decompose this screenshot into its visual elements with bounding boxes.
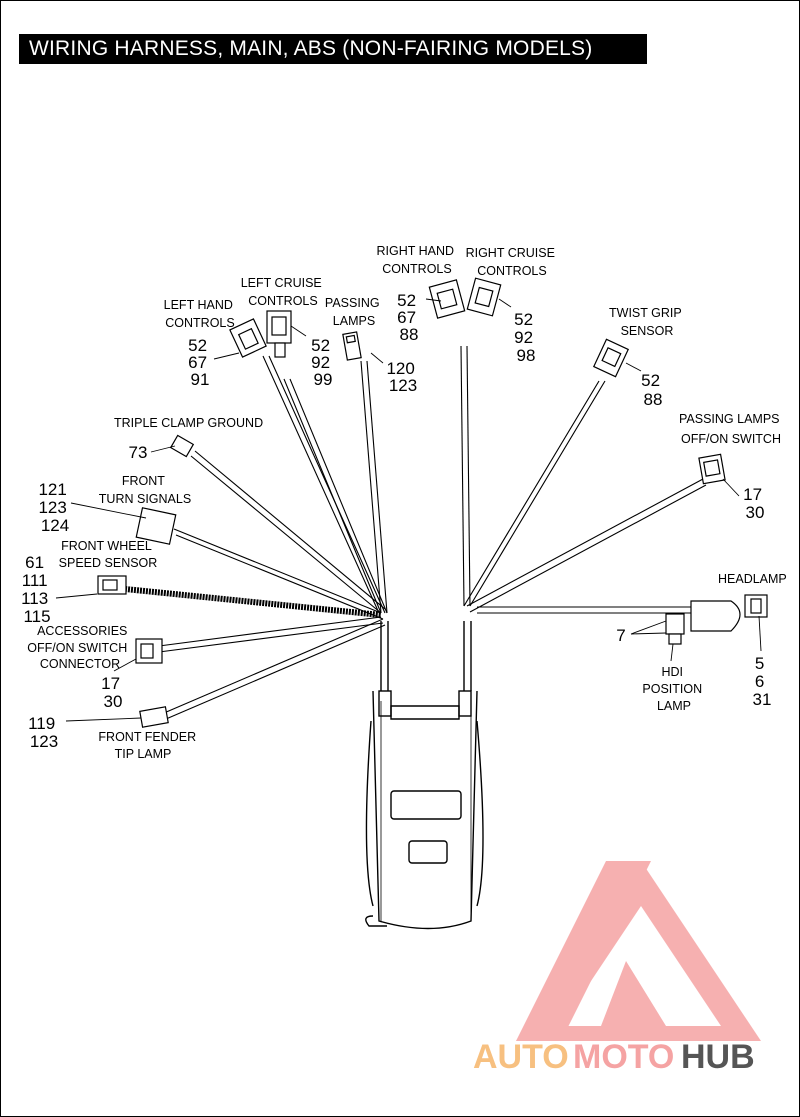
refs-twist-grip-sensor: 52 88	[641, 371, 665, 409]
label-headlamp: HEADLAMP	[718, 572, 787, 586]
connector-right-cruise	[466, 277, 502, 317]
refs-front-turn-signals: 121 123 124	[38, 480, 71, 535]
connector-hdi-lamp	[665, 613, 685, 645]
diagram-title: WIRING HARNESS, MAIN, ABS (NON-FAIRING M…	[19, 34, 647, 64]
label-left-cruise-controls: LEFT CRUISE CONTROLS	[241, 276, 326, 308]
watermark-auto: AUTO	[473, 1038, 569, 1076]
refs-hdi-position-lamp: 7	[616, 626, 625, 645]
connector-speed-sensor	[97, 575, 127, 595]
label-front-turn-signals: FRONT TURN SIGNALS	[99, 474, 191, 506]
label-front-wheel-speed-sensor: FRONT WHEEL SPEED SENSOR	[59, 539, 158, 570]
label-passing-lamps: PASSING LAMPS	[325, 296, 383, 328]
watermark-text: AUTO MOTO HUB	[473, 1038, 755, 1076]
harness-wires	[124, 345, 707, 720]
refs-passing-lamps-switch: 17 30	[743, 485, 767, 522]
connector-left-hand-controls	[229, 318, 267, 358]
connector-headlamp	[690, 594, 768, 632]
reference-numbers: 52 67 91 52 92 99 120 123 52 67 88 52 92	[21, 291, 771, 751]
refs-front-wheel-speed-sensor: 61 111 113 115	[21, 553, 53, 626]
refs-right-hand-controls: 52 67 88	[397, 291, 421, 344]
refs-left-hand-controls: 52 67 91	[188, 336, 212, 389]
label-hdi-position-lamp: HDI POSITION LAMP	[642, 665, 705, 713]
refs-left-cruise-controls: 52 92 99	[311, 336, 335, 389]
refs-right-cruise-controls: 52 92 98	[514, 310, 538, 365]
watermark-moto: MOTO	[573, 1038, 674, 1076]
connectors	[97, 277, 768, 728]
connector-triple-clamp	[169, 434, 195, 458]
leader-lines	[55, 298, 762, 722]
connector-passing-switch	[698, 453, 726, 485]
watermark-hub: HUB	[681, 1038, 755, 1076]
refs-passing-lamps: 120 123	[386, 359, 419, 395]
refs-accessories-switch: 17 30	[101, 674, 125, 711]
refs-headlamp: 5 6 31	[753, 654, 772, 709]
label-triple-clamp-ground: TRIPLE CLAMP GROUND	[114, 416, 263, 430]
connector-accessories	[135, 638, 163, 664]
label-passing-lamps-switch: PASSING LAMPS OFF/ON SWITCH	[679, 412, 783, 446]
label-front-fender-tip-lamp: FRONT FENDER TIP LAMP	[98, 730, 199, 761]
watermark-logo	[516, 861, 761, 1041]
connector-front-turn	[135, 507, 177, 545]
refs-front-fender-tip-lamp: 119 123	[28, 714, 60, 751]
component-labels: LEFT HAND CONTROLS LEFT CRUISE CONTROLS …	[27, 244, 787, 761]
label-twist-grip-sensor: TWIST GRIP SENSOR	[609, 306, 685, 338]
label-left-hand-controls: LEFT HAND CONTROLS	[164, 298, 237, 330]
label-right-hand-controls: RIGHT HAND CONTROLS	[376, 244, 457, 276]
label-accessories-switch: ACCESSORIES OFF/ON SWITCH CONNECTOR	[27, 624, 131, 671]
connector-right-hand-controls	[428, 279, 466, 319]
refs-triple-clamp-ground: 73	[129, 443, 148, 462]
label-right-cruise-controls: RIGHT CRUISE CONTROLS	[466, 246, 559, 278]
connector-passing-lamps	[342, 331, 362, 361]
connector-left-cruise	[266, 310, 292, 358]
connector-fender-tip	[139, 706, 169, 728]
connector-twist-grip	[592, 338, 630, 378]
frame-outline	[365, 621, 484, 930]
